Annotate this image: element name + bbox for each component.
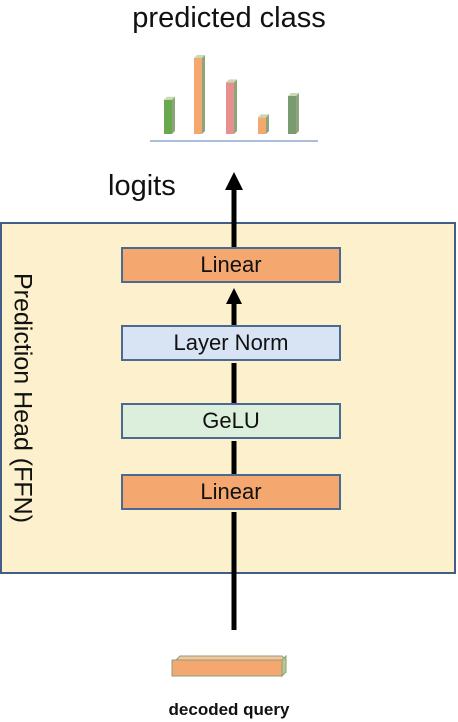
predicted-class-title: predicted class	[132, 2, 326, 34]
linear-layer-bottom: Linear	[121, 474, 341, 510]
arrowhead-linear	[226, 288, 242, 304]
decoded-query-label: decoded query	[168, 700, 290, 719]
layer-norm-layer: Layer Norm	[121, 325, 341, 361]
histogram-bar	[288, 93, 299, 134]
arrowhead-logits	[225, 172, 243, 190]
histogram-bar	[258, 114, 269, 134]
class-histogram	[164, 55, 299, 134]
histogram-bar	[164, 96, 175, 134]
histogram-bar	[226, 79, 237, 134]
gelu-layer: GeLU	[121, 403, 341, 439]
decoded-query-block	[171, 654, 288, 678]
logits-label: logits	[108, 170, 176, 202]
linear-layer-top: Linear	[121, 247, 341, 283]
histogram-bar	[194, 55, 205, 134]
